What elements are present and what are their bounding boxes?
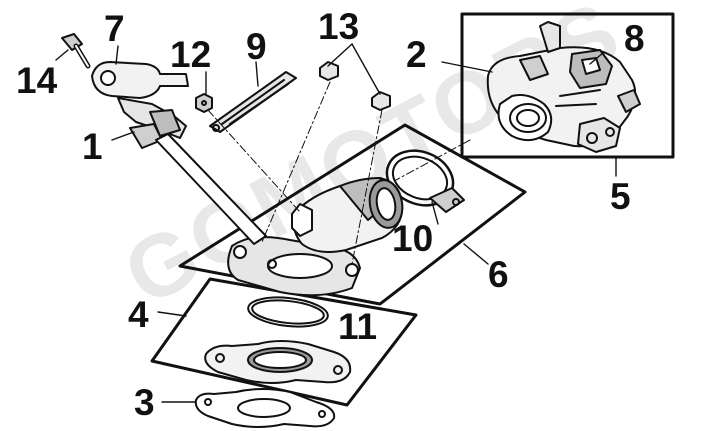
callout-1: 1 — [82, 126, 103, 167]
callout-9: 9 — [246, 26, 267, 67]
callout-6: 6 — [488, 254, 509, 295]
callout-11: 11 — [338, 306, 378, 347]
callout-8: 8 — [624, 18, 645, 59]
gasket — [194, 388, 336, 428]
callout-3: 3 — [134, 382, 155, 423]
callout-7: 7 — [104, 8, 125, 49]
center-lines — [207, 81, 471, 265]
throttle-body — [486, 21, 641, 153]
o-ring — [247, 296, 329, 328]
callout-2: 2 — [406, 34, 427, 75]
callout-5: 5 — [610, 176, 631, 217]
strap — [209, 71, 297, 133]
callout-10: 10 — [392, 218, 434, 259]
callout-4: 4 — [128, 294, 149, 335]
callout-13: 13 — [318, 6, 360, 47]
coolant-pipe-assembly — [91, 61, 267, 245]
bolt — [61, 33, 91, 69]
callout-12: 12 — [170, 34, 212, 75]
throttle-body-frame — [460, 12, 675, 159]
insulator — [204, 340, 352, 384]
intake-manifold — [227, 177, 404, 297]
callout-14: 14 — [16, 60, 58, 101]
leader-lines — [55, 43, 617, 403]
clamp-band — [385, 149, 465, 213]
flange-nuts — [319, 61, 391, 111]
nut — [195, 93, 213, 113]
